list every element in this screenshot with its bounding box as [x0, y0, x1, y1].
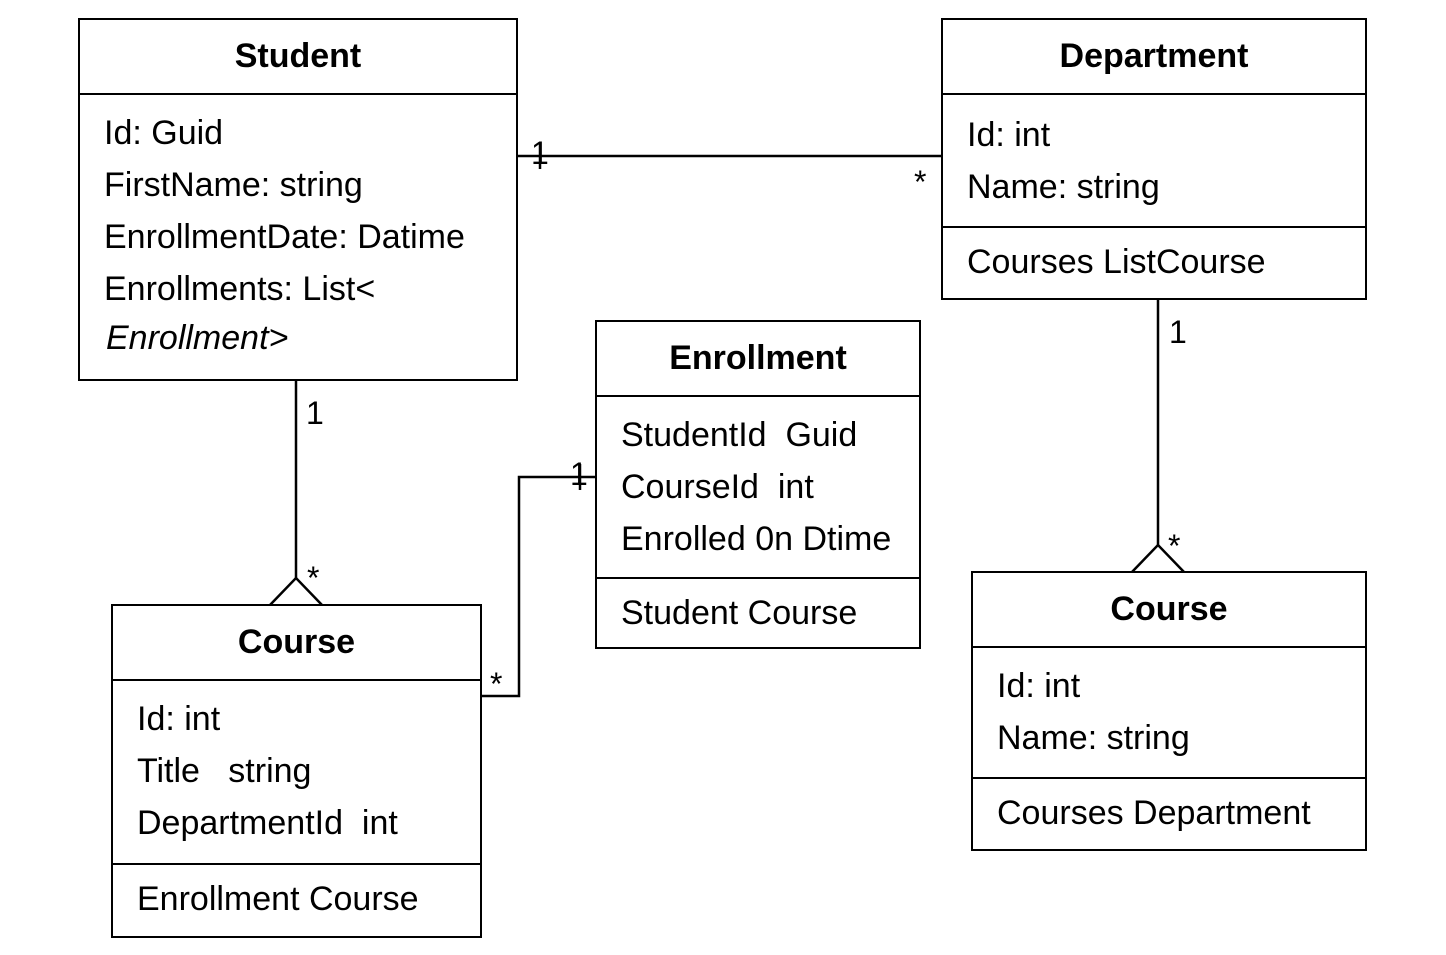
class-enrollment-name: Enrollment: [597, 322, 919, 397]
class-department-operations: Courses ListCourse: [943, 228, 1365, 298]
aggregation-arrow-course-right: [1131, 543, 1185, 573]
multiplicity-label: *: [1168, 528, 1181, 564]
class-course-left-operations: Enrollment Course: [113, 865, 480, 935]
class-course-left-attributes: Id: int Title string DepartmentId int: [113, 681, 480, 865]
class-course-left[interactable]: Course Id: int Title string DepartmentId…: [111, 604, 482, 938]
multiplicity-label: 1: [570, 456, 588, 492]
class-enrollment-attr: CourseId int: [621, 468, 814, 506]
multiplicity-label: *: [914, 164, 927, 200]
class-enrollment-operations: Student Course: [597, 579, 919, 649]
class-enrollment-op: Student Course: [621, 594, 858, 632]
class-department-op: Courses ListCourse: [967, 243, 1266, 281]
class-student-attributes: Id: Guid FirstName: string EnrollmentDat…: [80, 95, 516, 371]
class-course-left-attr: Id: int: [137, 700, 221, 738]
class-department[interactable]: Department Id: int Name: string Courses …: [941, 18, 1367, 300]
class-course-right-op: Courses Department: [997, 794, 1311, 832]
class-course-left-op: Enrollment Course: [137, 880, 419, 918]
class-department-attr: Id: int: [967, 116, 1051, 154]
class-student-attr: Id: Guid: [104, 114, 224, 152]
multiplicity-label: 1: [1169, 314, 1187, 350]
class-course-right-attr: Id: int: [997, 667, 1081, 705]
class-department-attributes: Id: int Name: string: [943, 95, 1365, 228]
association-enrollment-course: [482, 475, 596, 698]
class-student-attr: Enrollments: List<: [104, 270, 376, 308]
class-enrollment-attr: Enrolled 0n Dtime: [621, 520, 892, 558]
class-student-name: Student: [80, 20, 516, 95]
class-student[interactable]: Student Id: Guid FirstName: string Enrol…: [78, 18, 518, 381]
class-course-right-name: Course: [973, 573, 1365, 648]
class-course-right-operations: Courses Department: [973, 779, 1365, 849]
class-course-left-name: Course: [113, 606, 480, 681]
class-enrollment-attr: StudentId Guid: [621, 416, 858, 454]
class-department-attr: Name: string: [967, 168, 1160, 206]
class-course-right[interactable]: Course Id: int Name: string Courses Depa…: [971, 571, 1367, 851]
class-student-attr: EnrollmentDate: Datime: [104, 218, 465, 256]
class-enrollment[interactable]: Enrollment StudentId Guid CourseId int E…: [595, 320, 921, 649]
class-course-right-attr: Name: string: [997, 719, 1190, 757]
class-course-left-attr: DepartmentId int: [137, 804, 398, 842]
class-department-name: Department: [943, 20, 1365, 95]
class-course-left-attr: Title string: [137, 752, 312, 790]
multiplicity-label: *: [490, 666, 503, 702]
class-student-attr: FirstName: string: [104, 166, 363, 204]
class-course-right-attributes: Id: int Name: string: [973, 648, 1365, 779]
multiplicity-label: 1: [306, 395, 324, 431]
multiplicity-label: 1: [531, 135, 549, 171]
class-student-attr: Enrollment>: [106, 319, 289, 357]
aggregation-arrow-course-left: [269, 576, 323, 606]
multiplicity-label: *: [307, 560, 320, 596]
class-enrollment-attributes: StudentId Guid CourseId int Enrolled 0n …: [597, 397, 919, 579]
